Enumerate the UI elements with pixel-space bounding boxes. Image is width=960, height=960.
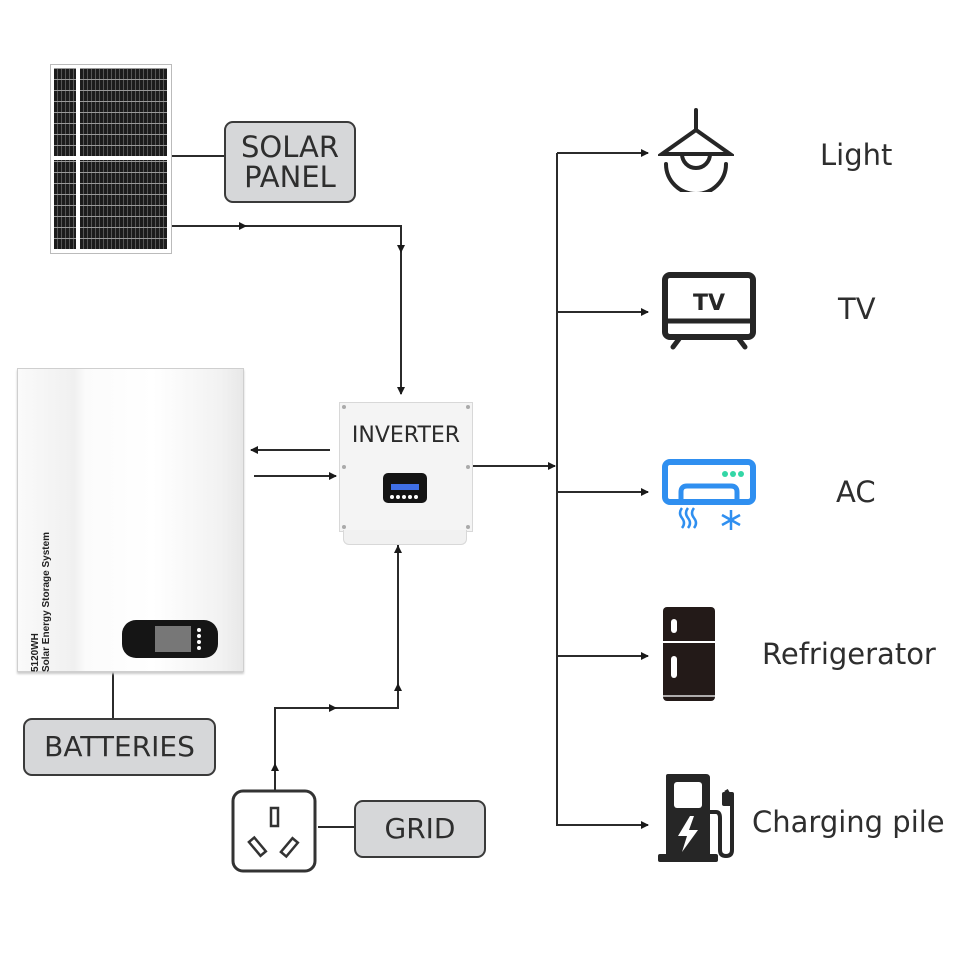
battery-screen (155, 626, 191, 652)
solar-panel-label: SOLAR PANEL (224, 121, 356, 203)
inverter-unit: INVERTER (339, 402, 473, 532)
load-label-refrigerator: Refrigerator (762, 637, 936, 671)
load-label-light: Light (820, 138, 893, 172)
load-label-tv: TV (838, 292, 876, 326)
inverter-display (383, 473, 427, 503)
batteries-label-text: BATTERIES (44, 730, 195, 764)
ceiling-lamp-icon (658, 108, 734, 192)
solar-panel-label-line2: PANEL (244, 160, 336, 194)
load-label-ac: AC (836, 475, 876, 509)
solar-to-inverter-line (170, 225, 402, 392)
air-conditioner-icon (662, 459, 756, 530)
load-label-charging-pile: Charging pile (752, 805, 945, 839)
tv-icon: TV (662, 272, 756, 350)
grid-label: GRID (354, 800, 486, 858)
battery-display-panel (122, 620, 218, 658)
battery-capacity: 5120WH (30, 633, 41, 672)
grid-to-inverter-line (274, 545, 399, 790)
batteries-label: BATTERIES (23, 718, 216, 776)
inverter-label: INVERTER (351, 423, 461, 448)
solar-panel-image (50, 64, 172, 254)
inverter-screen (391, 484, 419, 490)
battery-product-name: Solar Energy Storage System (41, 531, 52, 672)
battery-product-text: 5120WH Solar Energy Storage System (30, 532, 52, 672)
power-socket-icon (231, 789, 317, 873)
grid-label-text: GRID (384, 812, 456, 846)
refrigerator-icon (663, 607, 715, 701)
ev-charger-icon (658, 774, 734, 862)
tv-icon-text: TV (693, 291, 725, 316)
inverter-base (343, 530, 467, 545)
solar-panel-label-line1: SOLAR (240, 129, 340, 164)
